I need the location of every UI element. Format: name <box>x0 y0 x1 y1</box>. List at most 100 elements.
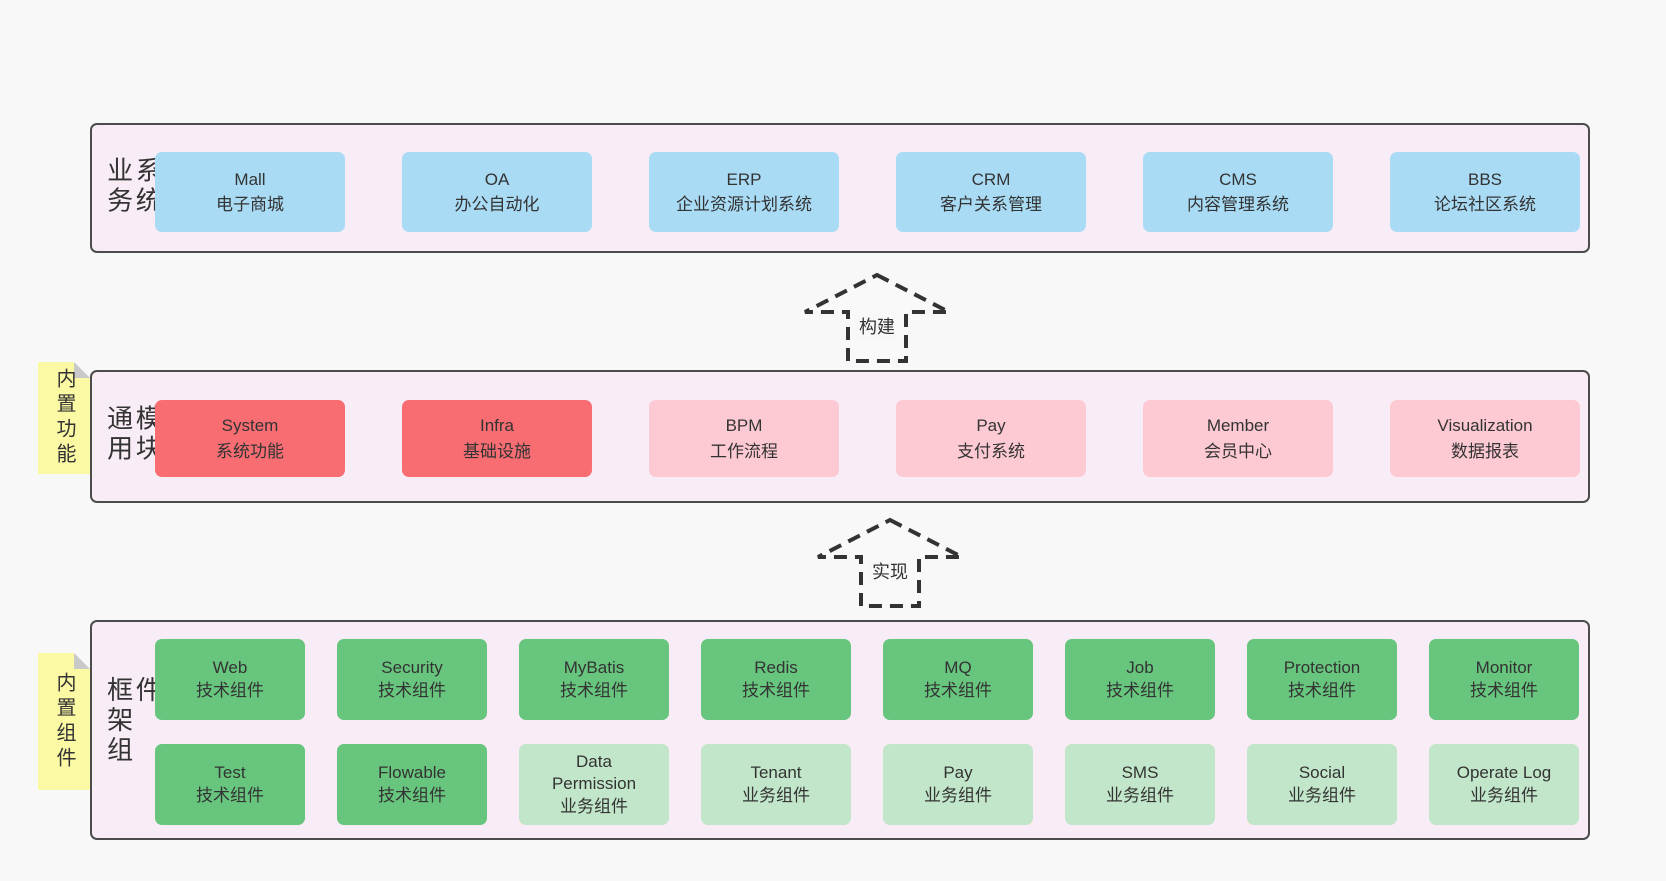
box-web: Web 技术组件 <box>155 639 305 720</box>
layer-side-label: 框架组件 <box>103 676 163 766</box>
box-title: Job <box>1126 658 1154 678</box>
box-title: Protection <box>1283 658 1361 678</box>
box-title: Mall <box>234 169 266 189</box>
box-mall: Mall 电子商城 <box>155 152 345 232</box>
box-title: Web <box>212 658 248 678</box>
box-title: Member <box>1206 416 1270 435</box>
box-title: Data Permission <box>551 752 637 794</box>
box-title: Pay <box>943 763 973 783</box>
box-infra: Infra 基础设施 <box>402 400 592 477</box>
box-subtitle: 技术组件 <box>924 680 992 700</box>
layer-business-systems: 业务系统 Mall 电子商城 OA 办公自动化 ERP 企业资源计划系统 CRM… <box>90 123 1590 253</box>
box-title: Redis <box>754 658 798 678</box>
box-title: ERP <box>726 169 762 189</box>
box-title: Test <box>214 763 246 783</box>
box-data-permission: Data Permission 业务组件 <box>519 744 669 825</box>
box-mybatis: MyBatis 技术组件 <box>519 639 669 720</box>
box-member: Member 会员中心 <box>1143 400 1333 477</box>
box-title: MyBatis <box>563 658 625 678</box>
box-subtitle: 系统功能 <box>216 441 284 461</box>
box-subtitle: 电子商城 <box>216 195 284 214</box>
components-row-2: Test 技术组件 Flowable 技术组件 Data Permission … <box>155 744 1579 825</box>
box-subtitle: 会员中心 <box>1204 441 1272 461</box>
modules-row: System 系统功能 Infra 基础设施 BPM 工作流程 Pay 支付系统… <box>155 400 1580 477</box>
box-title: MQ <box>944 658 972 678</box>
box-subtitle: 客户关系管理 <box>940 195 1042 214</box>
sticky-note-built-in-components: 内置组件 <box>38 653 90 790</box>
box-operate-log: Operate Log 业务组件 <box>1429 744 1579 825</box>
box-title: Visualization <box>1437 416 1533 435</box>
box-subtitle: 基础设施 <box>463 441 531 461</box>
box-subtitle: 技术组件 <box>196 785 264 805</box>
box-subtitle: 业务组件 <box>924 785 992 805</box>
box-flowable: Flowable 技术组件 <box>337 744 487 825</box>
business-row: Mall 电子商城 OA 办公自动化 ERP 企业资源计划系统 CRM 客户关系… <box>155 152 1580 232</box>
sticky-note-text: 内置组件 <box>53 671 75 772</box>
box-subtitle: 业务组件 <box>560 796 628 816</box>
box-subtitle: 企业资源计划系统 <box>676 195 812 214</box>
box-subtitle: 技术组件 <box>560 680 628 700</box>
box-pay: Pay 支付系统 <box>896 400 1086 477</box>
box-subtitle: 支付系统 <box>957 441 1025 461</box>
box-subtitle: 技术组件 <box>1106 680 1174 700</box>
box-protection: Protection 技术组件 <box>1247 639 1397 720</box>
box-subtitle: 业务组件 <box>1470 785 1538 805</box>
box-subtitle: 业务组件 <box>1288 785 1356 805</box>
components-row-1: Web 技术组件 Security 技术组件 MyBatis 技术组件 Redi… <box>155 639 1579 720</box>
box-title: BBS <box>1467 169 1503 189</box>
box-subtitle: 业务组件 <box>742 785 810 805</box>
box-job: Job 技术组件 <box>1065 639 1215 720</box>
box-crm: CRM 客户关系管理 <box>896 152 1086 232</box>
box-subtitle: 技术组件 <box>378 680 446 700</box>
box-title: SMS <box>1121 763 1159 783</box>
box-title: Security <box>381 658 443 678</box>
arrow-implement: 实现 <box>815 517 965 609</box>
layer-side-label: 通用模块 <box>103 404 163 465</box>
sticky-note-text: 内置功能 <box>53 368 75 468</box>
box-pay-component: Pay 业务组件 <box>883 744 1033 825</box>
box-subtitle: 技术组件 <box>1470 680 1538 700</box>
box-cms: CMS 内容管理系统 <box>1143 152 1333 232</box>
arrow-label: 构建 <box>855 312 899 340</box>
box-subtitle: 技术组件 <box>378 785 446 805</box>
box-subtitle: 办公自动化 <box>454 195 540 214</box>
box-monitor: Monitor 技术组件 <box>1429 639 1579 720</box>
box-test: Test 技术组件 <box>155 744 305 825</box>
box-title: Operate Log <box>1456 763 1552 783</box>
arrow-label: 实现 <box>868 557 912 585</box>
box-bpm: BPM 工作流程 <box>649 400 839 477</box>
sticky-note-built-in-features: 内置功能 <box>38 362 90 474</box>
box-title: Infra <box>479 416 515 435</box>
box-subtitle: 技术组件 <box>196 680 264 700</box>
box-title: System <box>221 416 279 435</box>
box-subtitle: 论坛社区系统 <box>1434 195 1536 214</box>
box-title: Monitor <box>1475 658 1533 678</box>
box-title: OA <box>484 169 510 189</box>
box-title: BPM <box>725 416 763 435</box>
box-title: CRM <box>971 169 1011 189</box>
box-subtitle: 内容管理系统 <box>1187 195 1289 214</box>
box-subtitle: 工作流程 <box>710 441 778 461</box>
box-subtitle: 数据报表 <box>1451 441 1519 461</box>
layer-common-modules: 通用模块 System 系统功能 Infra 基础设施 BPM 工作流程 Pay… <box>90 370 1590 503</box>
box-subtitle: 技术组件 <box>1288 680 1356 700</box>
layer-framework-components: 框架组件 Web 技术组件 Security 技术组件 MyBatis 技术组件… <box>90 620 1590 840</box>
box-system: System 系统功能 <box>155 400 345 477</box>
box-sms: SMS 业务组件 <box>1065 744 1215 825</box>
box-title: Flowable <box>377 763 447 783</box>
box-title: CMS <box>1219 169 1257 189</box>
box-erp: ERP 企业资源计划系统 <box>649 152 839 232</box>
box-tenant: Tenant 业务组件 <box>701 744 851 825</box>
arrow-build: 构建 <box>802 272 952 364</box>
box-subtitle: 业务组件 <box>1106 785 1174 805</box>
box-title: Pay <box>976 416 1006 435</box>
layer-side-label: 业务系统 <box>103 156 163 217</box>
box-bbs: BBS 论坛社区系统 <box>1390 152 1580 232</box>
box-mq: MQ 技术组件 <box>883 639 1033 720</box>
box-subtitle: 技术组件 <box>742 680 810 700</box>
box-oa: OA 办公自动化 <box>402 152 592 232</box>
box-visualization: Visualization 数据报表 <box>1390 400 1580 477</box>
box-security: Security 技术组件 <box>337 639 487 720</box>
box-title: Tenant <box>750 763 802 783</box>
box-title: Social <box>1298 763 1346 783</box>
